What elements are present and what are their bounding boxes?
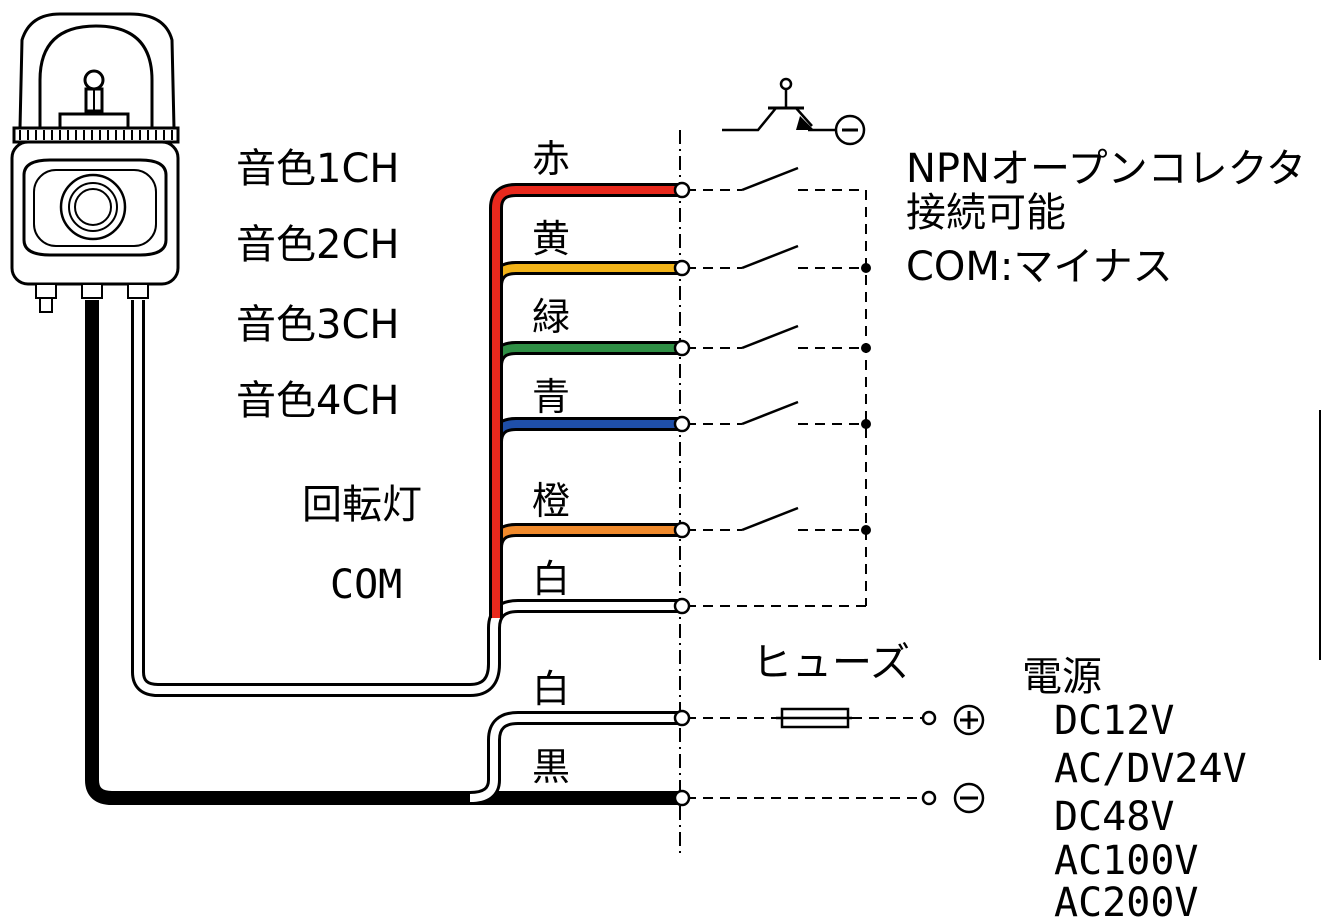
switch-icon bbox=[686, 400, 871, 429]
junction-dot bbox=[861, 419, 871, 429]
npn-note-line-1: NPNオープンコレクタ bbox=[906, 146, 1306, 192]
power-voltage-4: AC100V bbox=[1054, 838, 1199, 884]
wire-outline-1 bbox=[489, 261, 680, 618]
minus-icon bbox=[953, 782, 985, 814]
wire-outline-0 bbox=[489, 183, 680, 618]
terminal-2 bbox=[673, 339, 691, 357]
wire-0 bbox=[492, 186, 680, 618]
power-voltage-2: AC/DV24V bbox=[1054, 746, 1247, 792]
switch-icon bbox=[686, 244, 871, 273]
power-voltage-3: DC48V bbox=[1054, 794, 1174, 840]
wire-color-green: 緑 bbox=[532, 295, 570, 339]
channel-label-3: 音色3CH bbox=[236, 302, 399, 348]
wire-color-white-power: 白 bbox=[532, 667, 570, 711]
terminal-5 bbox=[673, 597, 691, 615]
wire-outline-2 bbox=[489, 341, 680, 618]
rotating-lamp-label: 回転灯 bbox=[302, 482, 422, 528]
switch-icon bbox=[686, 506, 871, 535]
plus-icon bbox=[953, 704, 985, 736]
power-voltage-1: DC12V bbox=[1054, 698, 1174, 744]
black-cable bbox=[85, 300, 680, 805]
channel-label-1: 音色1CH bbox=[236, 146, 399, 192]
wire-1 bbox=[492, 264, 680, 618]
terminal-0 bbox=[673, 181, 691, 199]
wire-outline-3 bbox=[489, 417, 680, 618]
fuse-label: ヒューズ bbox=[752, 640, 910, 686]
wire-color-white-com: 白 bbox=[532, 557, 570, 601]
terminal-4 bbox=[673, 521, 691, 539]
npn-transistor-icon bbox=[722, 77, 866, 146]
rotating-lamp-icon bbox=[10, 12, 180, 313]
wire-2 bbox=[492, 344, 680, 618]
terminal-7 bbox=[673, 789, 691, 807]
minus-terminal bbox=[921, 790, 937, 806]
switch-icon bbox=[686, 324, 871, 353]
wire-color-orange: 橙 bbox=[532, 479, 570, 523]
wire-color-red: 赤 bbox=[532, 137, 570, 181]
npn-note-line-2: 接続可能 bbox=[906, 190, 1066, 236]
plus-terminal bbox=[921, 710, 937, 726]
terminal-3 bbox=[673, 415, 691, 433]
wire-3 bbox=[492, 420, 680, 618]
channel-label-4: 音色4CH bbox=[236, 378, 399, 424]
npn-note-line-3: COM:マイナス bbox=[906, 244, 1173, 290]
white-power-cable bbox=[469, 711, 680, 805]
switch-icon bbox=[686, 166, 866, 192]
terminal-1 bbox=[673, 259, 691, 277]
wire-color-blue: 青 bbox=[532, 375, 570, 419]
wire-bundle bbox=[489, 183, 680, 618]
channel-label-2: 音色2CH bbox=[236, 222, 399, 268]
wire-color-yellow: 黄 bbox=[532, 217, 570, 261]
wire-color-black: 黒 bbox=[532, 745, 570, 789]
power-voltage-5: AC200V bbox=[1054, 880, 1199, 920]
com-label: COM bbox=[330, 562, 402, 608]
terminal-6 bbox=[673, 709, 691, 727]
power-title: 電源 bbox=[1022, 654, 1102, 700]
